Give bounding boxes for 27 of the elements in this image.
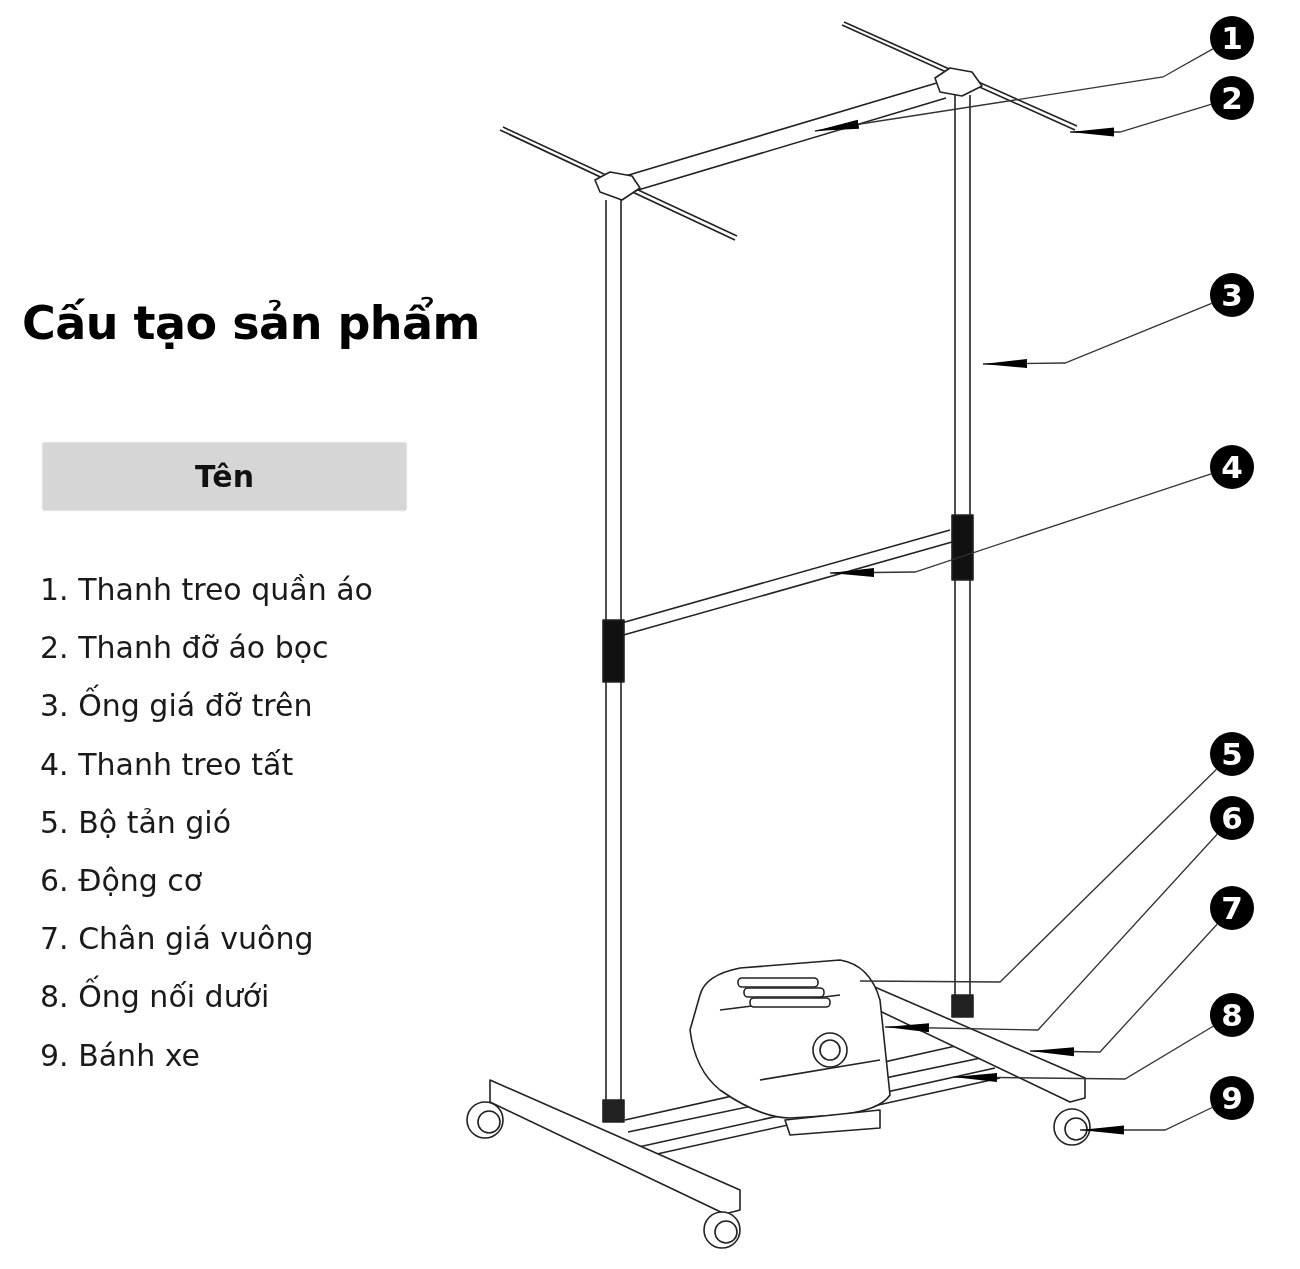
callout-number: 3 <box>1210 273 1254 317</box>
callout-number: 8 <box>1210 993 1254 1037</box>
part-list-item: 5. Bộ tản gió <box>40 804 232 840</box>
callout-number: 4 <box>1210 445 1254 489</box>
part-list-item: 2. Thanh đỡ áo bọc <box>40 630 329 666</box>
part-list-item: 4. Thanh treo tất <box>40 746 294 782</box>
callout-number: 1 <box>1210 16 1254 60</box>
callout-number: 6 <box>1210 796 1254 840</box>
part-list-item: 6. Động cơ <box>40 863 203 898</box>
leader-line <box>884 833 1218 1033</box>
part-list-item: 1. Thanh treo quần áo <box>40 572 373 607</box>
leader-line <box>859 768 1217 983</box>
callout-number: 7 <box>1210 886 1254 930</box>
leader-line <box>1069 103 1212 137</box>
title: Cấu tạo sản phẩm <box>22 296 481 350</box>
part-list-item: 9. Bánh xe <box>40 1037 200 1073</box>
callout-number: 5 <box>1210 732 1254 776</box>
leader-line <box>829 473 1212 577</box>
leader-line <box>952 1025 1214 1082</box>
part-list-item: 7. Chân giá vuông <box>40 921 314 957</box>
callout-number: 2 <box>1210 76 1254 120</box>
table-header: Tên <box>43 443 406 510</box>
leader-line <box>814 48 1214 132</box>
leader-line <box>1079 1106 1213 1135</box>
leader-line <box>1029 923 1218 1057</box>
callout-number: 9 <box>1210 1076 1254 1120</box>
leader-line <box>982 302 1213 368</box>
